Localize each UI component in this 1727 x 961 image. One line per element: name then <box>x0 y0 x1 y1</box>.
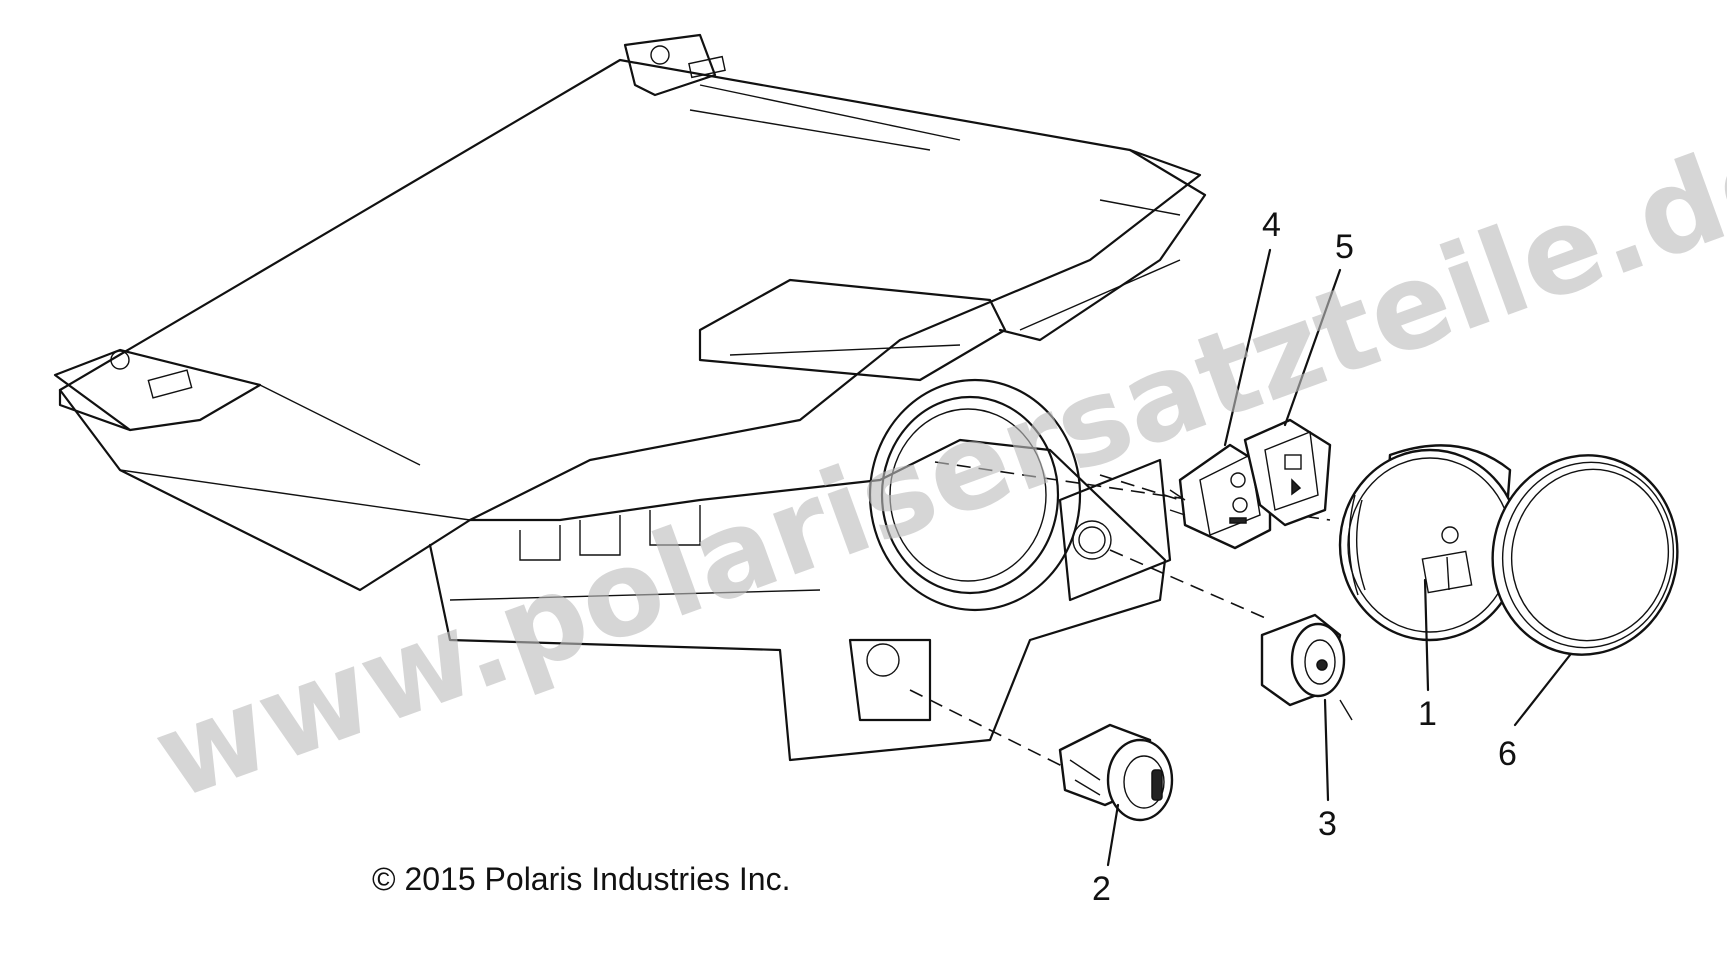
callout-2: 2 <box>1092 870 1111 908</box>
callout-6: 6 <box>1498 735 1517 773</box>
callout-3: 3 <box>1318 805 1337 843</box>
rocker-switch-4 <box>1169 443 1272 550</box>
dashboard-panel <box>53 33 1207 762</box>
speedometer-gauge <box>1338 444 1522 642</box>
gauge-bezel-ring <box>1491 454 1679 656</box>
power-outlet <box>1260 613 1353 721</box>
copyright-text: © 2015 Polaris Industries Inc. <box>372 861 790 897</box>
rocker-switch-5 <box>1243 418 1332 527</box>
callout-leaders <box>1106 248 1572 867</box>
ignition-key-switch <box>1058 723 1174 822</box>
callout-5: 5 <box>1335 228 1354 266</box>
callout-1: 1 <box>1418 695 1437 733</box>
callout-4: 4 <box>1262 206 1281 244</box>
